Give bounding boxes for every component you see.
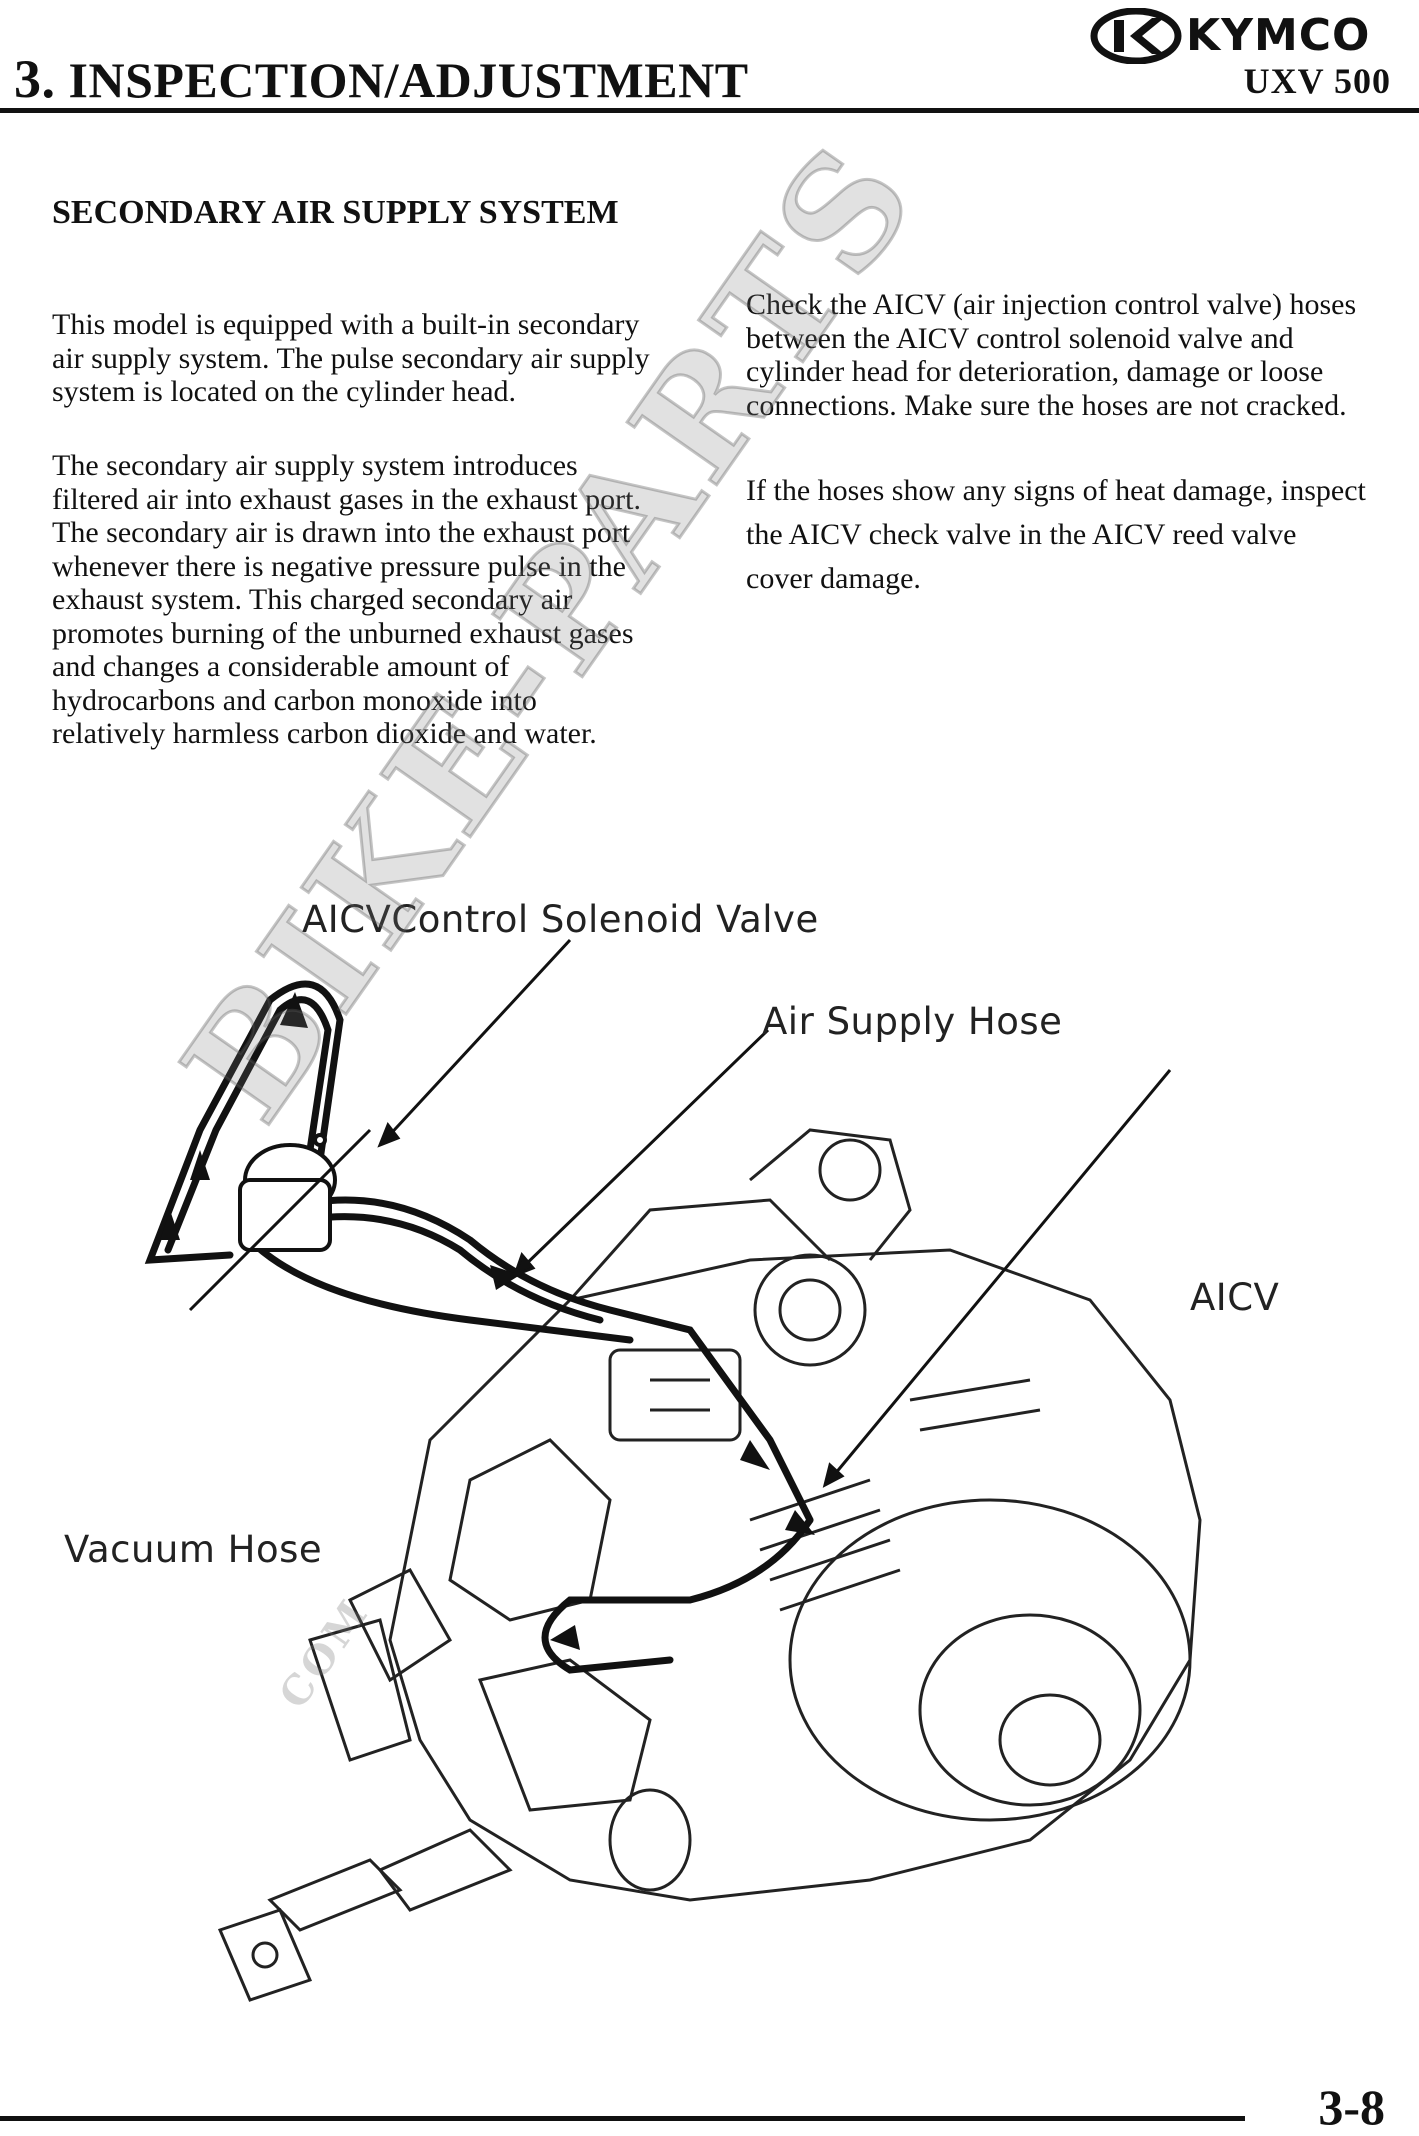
paragraph-text: This model is equipped with a built-in s… <box>52 308 650 408</box>
label-air-supply-hose: Air Supply Hose <box>762 1000 1063 1043</box>
kymco-emblem-icon <box>1090 7 1182 65</box>
footer-rule <box>0 2116 1245 2121</box>
label-aicv: AICV <box>1190 1276 1280 1319</box>
model-name: UXV 500 <box>1243 61 1391 101</box>
kymco-logo: KYMCO <box>1090 7 1416 65</box>
paragraph-text: The secondary air supply system introduc… <box>52 449 641 750</box>
right-paragraph-1: Check the AICV (air injection control va… <box>746 288 1366 422</box>
label-vacuum-hose: Vacuum Hose <box>64 1528 323 1571</box>
header-rule <box>0 108 1419 113</box>
label-aicv-control-solenoid-valve: AICVControl Solenoid Valve <box>302 898 819 941</box>
left-paragraph-2: The secondary air supply system introduc… <box>52 449 652 751</box>
chapter-title: 3. INSPECTION/ADJUSTMENT <box>14 48 749 110</box>
chapter-title-text: INSPECTION/ADJUSTMENT <box>68 52 749 108</box>
section-heading: SECONDARY AIR SUPPLY SYSTEM <box>52 194 619 231</box>
left-paragraph-1: This model is equipped with a built-in s… <box>52 308 652 409</box>
page-number: 3-8 <box>1318 2079 1385 2135</box>
brand-name: KYMCO <box>1186 10 1371 61</box>
chapter-number: 3. <box>14 49 56 109</box>
engine-diagram: AICVControl Solenoid Valve Air Supply Ho… <box>50 880 1360 2030</box>
paragraph-text: Check the AICV (air injection control va… <box>746 288 1357 422</box>
right-paragraph-2: If the hoses show any signs of heat dama… <box>746 469 1366 601</box>
engine-illustration <box>144 938 1202 2002</box>
paragraph-text: If the hoses show any signs of heat dama… <box>746 474 1366 595</box>
